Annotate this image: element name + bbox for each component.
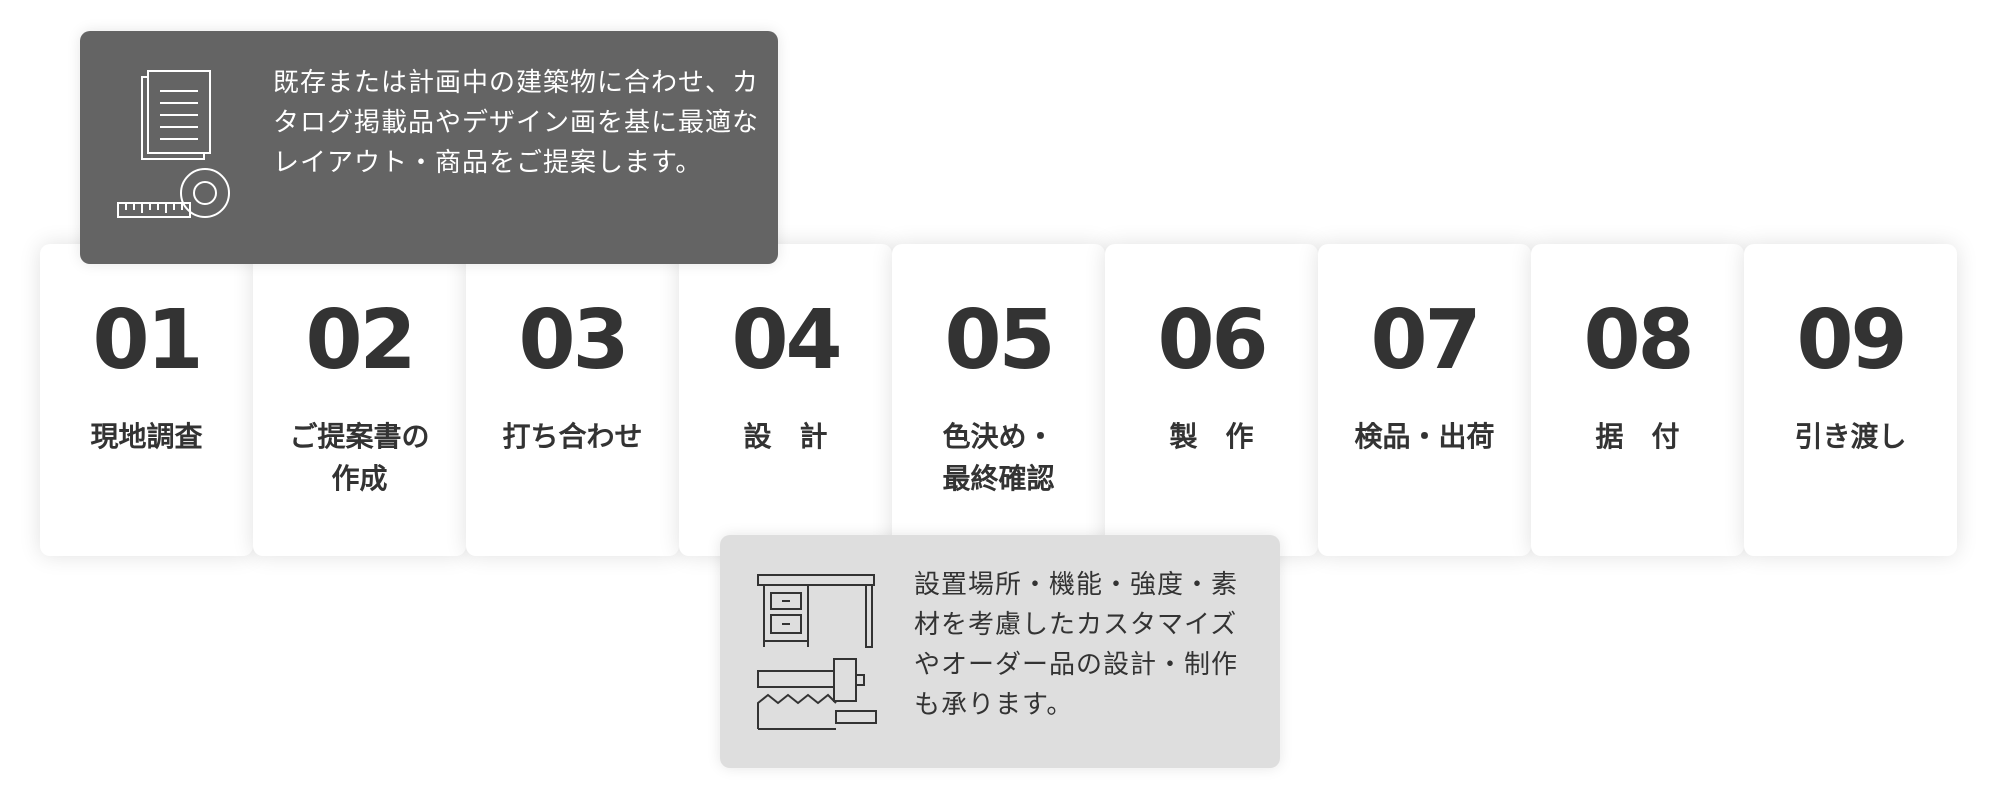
step-number: 02 xyxy=(305,293,416,388)
step-card-04: 04 設 計 xyxy=(679,244,892,556)
survey-callout-text: 既存または計画中の建築物に合わせ、カタログ掲載品やデザイン画を基に最適なレイアウ… xyxy=(273,68,760,178)
step-card-07: 07 検品・出荷 xyxy=(1318,244,1531,556)
step-number: 08 xyxy=(1583,293,1694,388)
step-number: 09 xyxy=(1796,293,1907,388)
step-card-05: 05 色決め・ 最終確認 xyxy=(892,244,1105,556)
document-and-tape-measure-icon xyxy=(116,69,236,229)
step-label: 製 作 xyxy=(1169,420,1254,453)
step-label: 据 付 xyxy=(1595,420,1680,453)
step-card-09: 09 引き渡し xyxy=(1744,244,1957,556)
desk-and-hammer-icon xyxy=(756,571,880,731)
step-label: ご提案書の 作成 xyxy=(289,420,430,495)
step-label: 設 計 xyxy=(743,420,828,453)
step-card-08: 08 据 付 xyxy=(1531,244,1744,556)
step-label: 打ち合わせ xyxy=(502,420,643,453)
step-card-02: 02 ご提案書の 作成 xyxy=(253,244,466,556)
step-label: 検品・出荷 xyxy=(1354,420,1495,453)
process-steps: 01 現地調査 02 ご提案書の 作成 03 打ち合わせ 04 設 計 05 色… xyxy=(40,244,1960,556)
step-number: 05 xyxy=(944,293,1055,388)
step-card-06: 06 製 作 xyxy=(1105,244,1318,556)
survey-callout: 既存または計画中の建築物に合わせ、カタログ掲載品やデザイン画を基に最適なレイアウ… xyxy=(80,31,778,264)
step-number: 04 xyxy=(731,293,842,388)
design-callout: 設置場所・機能・強度・素材を考慮したカスタマイズやオーダー品の設計・制作も承りま… xyxy=(720,535,1280,768)
step-number: 07 xyxy=(1370,293,1481,388)
step-label: 現地調査 xyxy=(90,420,203,453)
step-card-01: 01 現地調査 xyxy=(40,244,253,556)
step-number: 03 xyxy=(518,293,629,388)
step-number: 01 xyxy=(92,293,203,388)
step-label: 引き渡し xyxy=(1794,420,1907,453)
step-label: 色決め・ 最終確認 xyxy=(942,420,1055,495)
design-callout-text: 設置場所・機能・強度・素材を考慮したカスタマイズやオーダー品の設計・制作も承りま… xyxy=(914,570,1239,720)
step-number: 06 xyxy=(1157,293,1268,388)
step-card-03: 03 打ち合わせ xyxy=(466,244,679,556)
